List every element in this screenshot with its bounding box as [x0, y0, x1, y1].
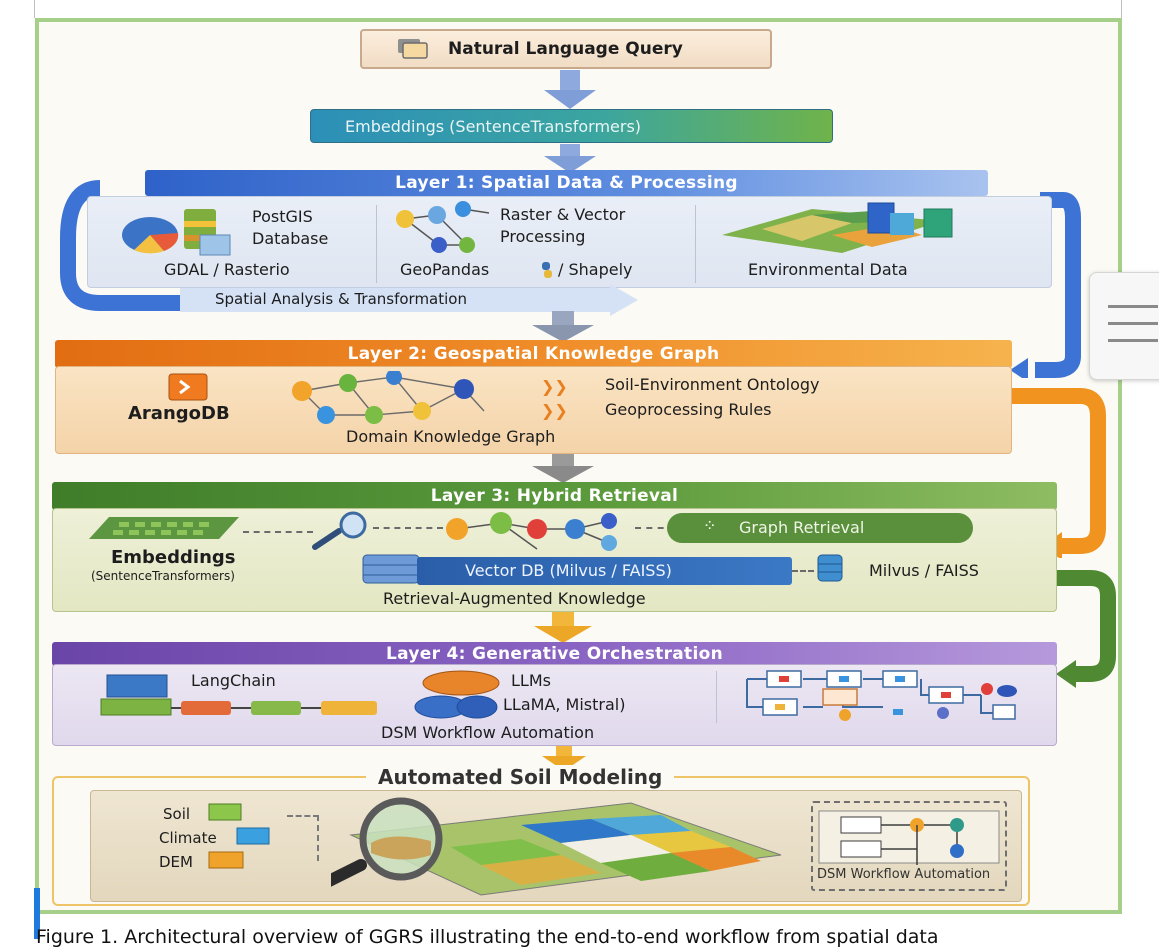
- arrow-down-icon: [544, 144, 596, 173]
- llama-label: LLaMA, Mistral): [503, 695, 626, 714]
- layer4-title: Layer 4: Generative Orchestration: [386, 644, 723, 664]
- rak-label: Retrieval-Augmented Knowledge: [383, 589, 646, 608]
- climate-cube-icon: [235, 825, 273, 851]
- arrow-down-icon: [534, 612, 592, 643]
- layer1-panel: PostGIS Database GDAL / Rasterio Raster …: [87, 196, 1052, 288]
- embedding-grid-icon: [89, 513, 239, 547]
- ontology-label: Soil-Environment Ontology: [605, 375, 820, 394]
- embeddings-title: Embeddings: [111, 547, 236, 568]
- soil-label: Soil: [163, 805, 191, 823]
- layer4-header: Layer 4: Generative Orchestration: [52, 642, 1057, 666]
- climate-label: Climate: [159, 829, 217, 847]
- llms-label: LLMs: [511, 671, 551, 690]
- database-icon: [815, 551, 845, 589]
- spatial-band-arrow-icon: [180, 284, 638, 316]
- workflow-icon: [817, 807, 1003, 871]
- double-chevron-icon: ❯❯: [541, 377, 568, 396]
- dashed-connector: [792, 570, 814, 572]
- vector-db-bar: Vector DB (Milvus / FAISS): [417, 557, 792, 585]
- shapely-label: / Shapely: [558, 260, 633, 279]
- page-edge-right: [1121, 0, 1122, 18]
- layer1-title: Layer 1: Spatial Data & Processing: [395, 173, 738, 193]
- magnifier-icon: [311, 511, 371, 555]
- folder-icon: [396, 37, 432, 65]
- env-label: Environmental Data: [748, 260, 908, 279]
- postgis-label-1: PostGIS: [252, 207, 313, 226]
- vector-db-label: Vector DB (Milvus / FAISS): [465, 561, 672, 580]
- graph-retrieval-pill: ⁘ Graph Retrieval: [667, 513, 973, 543]
- layer2-header: Layer 2: Geospatial Knowledge Graph: [55, 340, 1012, 368]
- dashed-connector: [373, 527, 443, 529]
- raster-label-2: Processing: [500, 227, 586, 246]
- layer1-header: Layer 1: Spatial Data & Processing: [145, 170, 988, 196]
- database-icon: [120, 205, 240, 261]
- dem-label: DEM: [159, 853, 193, 871]
- layer3-panel: Embeddings (SentenceTransformers) ⁘ Grap…: [52, 508, 1057, 612]
- arrow-down-icon: [544, 70, 596, 109]
- double-chevron-icon: ❯❯: [541, 401, 568, 420]
- arrow-down-icon: [542, 746, 586, 771]
- raster-label-1: Raster & Vector: [500, 205, 626, 224]
- model-title: Automated Soil Modeling: [366, 765, 675, 789]
- langchain-label: LangChain: [191, 671, 276, 690]
- hamburger-menu-icon: [1108, 301, 1158, 351]
- rules-label: Geoprocessing Rules: [605, 400, 772, 419]
- arangodb-icon: [168, 373, 208, 407]
- embeddings-label: Embeddings (SentenceTransformers): [345, 117, 642, 136]
- layer3-loop-arrow: [1030, 570, 1116, 688]
- python-icon: [540, 261, 554, 283]
- graph-retrieval-label: Graph Retrieval: [739, 518, 865, 537]
- spatial-label: Spatial Analysis & Transformation: [215, 290, 467, 308]
- query-box: Natural Language Query: [360, 29, 772, 69]
- vector-db-icon: [361, 551, 421, 591]
- page-edge-left: [34, 0, 35, 18]
- langchain-icon: [97, 671, 387, 723]
- separator: [716, 671, 717, 723]
- dsm-workflow-label: DSM Workflow Automation: [381, 723, 595, 742]
- domain-kg-label: Domain Knowledge Graph: [346, 427, 556, 446]
- workflow-icon: [743, 667, 1043, 725]
- layer4-panel: LangChain LLMs LLaMA, Mistral): [52, 664, 1057, 746]
- embeddings-bar: Embeddings (SentenceTransformers): [310, 109, 833, 143]
- layer3-header: Layer 3: Hybrid Retrieval: [52, 482, 1057, 510]
- dem-cube-icon: [207, 849, 247, 875]
- separator: [376, 205, 377, 283]
- milvus-label: Milvus / FAISS: [869, 561, 979, 580]
- geopandas-label: GeoPandas: [400, 260, 490, 279]
- arango-label: ArangoDB: [128, 403, 230, 424]
- figure-caption: Figure 1. Architectural overview of GGRS…: [36, 926, 939, 948]
- dashed-connector: [287, 815, 319, 861]
- layer2-panel: ArangoDB ❯❯ Soil-Environment Ontology ❯❯…: [55, 366, 1012, 454]
- postgis-label-2: Database: [252, 229, 329, 248]
- caption-marker: [34, 888, 40, 939]
- knowledge-graph-icon: [284, 369, 504, 433]
- dashed-connector: [635, 527, 675, 529]
- layer3-title: Layer 3: Hybrid Retrieval: [430, 486, 679, 506]
- llm-icon: [411, 667, 501, 727]
- side-menu-button[interactable]: [1089, 272, 1159, 380]
- model-panel: Soil Climate DEM: [90, 790, 1022, 902]
- separator: [695, 205, 696, 283]
- layer1-loop-arrow: [60, 180, 1081, 378]
- arrow-down-icon: [532, 311, 594, 342]
- embeddings-sub: (SentenceTransformers): [91, 569, 235, 583]
- query-label: Natural Language Query: [448, 39, 683, 59]
- retrieval-graph-icon: [441, 509, 641, 559]
- dots-icon: ⁘: [703, 516, 717, 535]
- network-icon: [393, 201, 503, 261]
- soil-map-icon: [315, 795, 791, 903]
- workflow-inset: DSM Workflow Automation: [811, 801, 1007, 891]
- soil-cube-icon: [207, 801, 245, 827]
- dashed-connector: [243, 531, 313, 533]
- terrain-map-icon: [722, 201, 1002, 261]
- gdal-label: GDAL / Rasterio: [164, 260, 290, 279]
- dsm-inset-label: DSM Workflow Automation: [817, 867, 991, 882]
- layer2-title: Layer 2: Geospatial Knowledge Graph: [347, 344, 720, 364]
- arrow-down-icon: [532, 454, 594, 483]
